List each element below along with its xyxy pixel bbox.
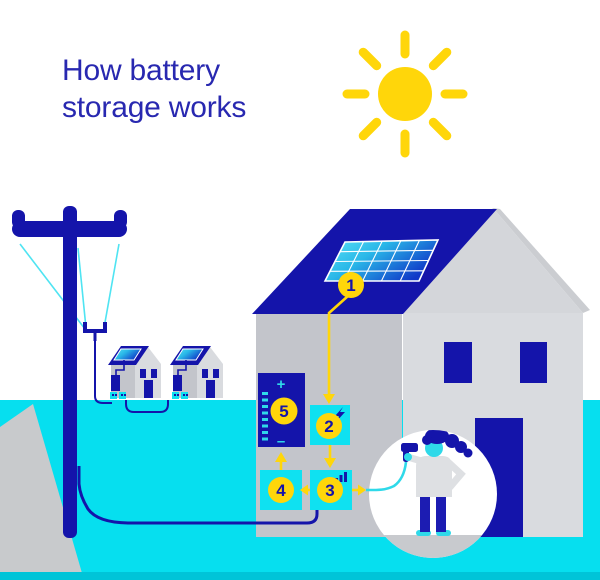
mini-solar-panel xyxy=(175,348,204,361)
svg-text:5: 5 xyxy=(279,402,288,421)
mini-front-wall xyxy=(197,347,223,398)
mini-window xyxy=(202,369,208,378)
person-hair xyxy=(422,430,473,458)
sun-icon xyxy=(342,30,468,158)
svg-text:1: 1 xyxy=(346,276,355,295)
mini-front-wall xyxy=(135,347,161,398)
person-circle xyxy=(366,430,497,558)
person-hand xyxy=(404,453,412,461)
flow-arrows xyxy=(275,295,366,496)
pole-crossbar-end xyxy=(114,210,127,228)
mini-window xyxy=(213,369,219,378)
service-drop-wire xyxy=(94,341,112,404)
battery-plus-label: + xyxy=(277,376,286,393)
step-badge-4: 4 xyxy=(268,477,294,503)
wall-box-3: 3 xyxy=(310,470,352,510)
mini-window xyxy=(140,369,146,378)
pole-crossbar xyxy=(12,221,127,237)
svg-text:3: 3 xyxy=(325,481,334,500)
mini-door xyxy=(144,380,153,398)
mini-battery xyxy=(173,375,182,391)
person-figure xyxy=(401,430,473,536)
title-line-2: storage works xyxy=(62,91,247,124)
utility-pole xyxy=(12,206,127,538)
solar-panel-grid xyxy=(329,240,434,282)
sun-core xyxy=(378,67,432,121)
title-line-1: How battery xyxy=(62,54,220,87)
battery-tower: + – 5 xyxy=(258,373,305,450)
step-badge-3: 3 xyxy=(317,477,343,503)
house-window xyxy=(444,342,472,383)
underground-cable xyxy=(77,466,319,525)
sun-rays xyxy=(342,30,468,158)
battery-cell-indicators xyxy=(262,392,268,441)
mini-wall-boxes xyxy=(110,392,126,399)
house-window xyxy=(520,342,547,383)
person-torso xyxy=(416,456,452,497)
inter-house-wire xyxy=(125,400,169,413)
house-far-roof-edge xyxy=(493,208,590,313)
svg-text:4: 4 xyxy=(276,481,286,500)
step-badge-2: 2 xyxy=(316,413,342,439)
pole-service-bracket xyxy=(83,322,107,341)
house-gable xyxy=(403,208,583,313)
person-leg xyxy=(420,492,430,532)
mini-battery xyxy=(111,375,120,391)
mini-solar-panel xyxy=(113,348,142,361)
mini-door xyxy=(206,380,215,398)
pole-mast xyxy=(63,206,77,538)
step-badge-5: 5 xyxy=(270,397,298,425)
solar-panel xyxy=(323,239,440,282)
wall-box-4: 4 xyxy=(260,470,302,510)
neighbor-house xyxy=(170,346,223,399)
svg-text:2: 2 xyxy=(324,417,333,436)
battery-minus-label: – xyxy=(277,433,285,450)
person-arm-akimbo xyxy=(445,459,466,491)
ground-bottom-strip xyxy=(0,572,600,580)
mini-window xyxy=(151,369,157,378)
power-cord xyxy=(366,461,408,492)
mini-panel-wire xyxy=(177,360,187,375)
lightning-icon xyxy=(335,407,345,422)
wall-box-2: 2 xyxy=(310,405,350,445)
person-leg xyxy=(436,492,446,532)
step-badge-1: 1 xyxy=(338,272,364,298)
neighbor-house xyxy=(108,346,161,399)
page-title: How battery storage works xyxy=(62,52,246,126)
person-arm-raised xyxy=(407,454,429,466)
pole-crossbar-end xyxy=(12,210,25,228)
mini-panel-wire xyxy=(115,360,125,375)
neighbor-houses xyxy=(108,346,223,413)
mini-wall-boxes xyxy=(172,392,188,399)
arrow-1-to-2 xyxy=(327,295,349,395)
ground-path-gray xyxy=(0,404,84,580)
